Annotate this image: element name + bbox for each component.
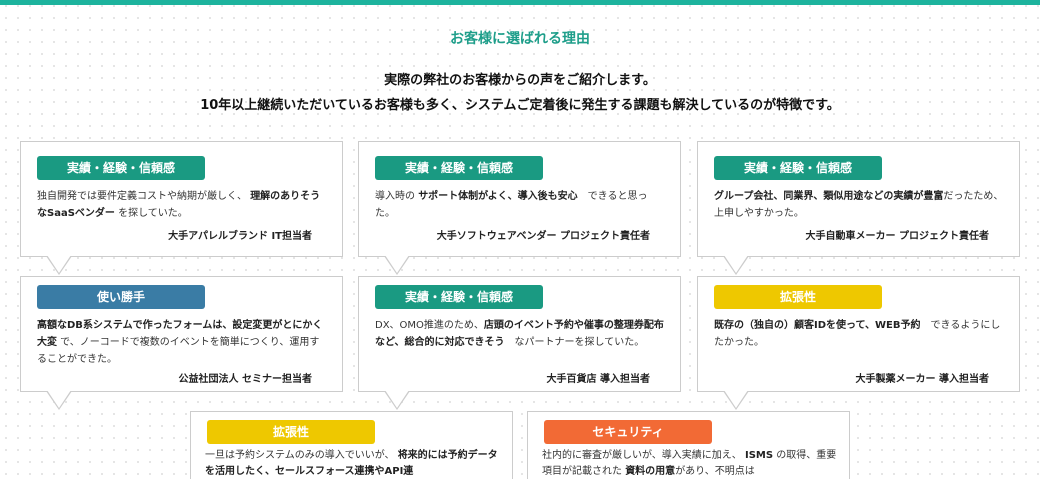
intro-line-2: 10年以上継続いただいているお客様も多く、システムご定着後に発生する課題も解決し… bbox=[200, 98, 840, 113]
text-segment: できると思った。 bbox=[375, 191, 648, 219]
section-title: お客様に選ばれる理由 bbox=[450, 31, 590, 47]
testimonial-text: 導入時の サポート体制がよく、導入後も安心 できると思った。 bbox=[375, 188, 665, 222]
testimonial-text: 独自開発では要件定義コストや納期が厳しく、 理解のありそうなSaaSベンダー を… bbox=[37, 188, 327, 222]
highlight-text: 既存の（独自の）顧客IDを使って、WEB予約 bbox=[714, 320, 921, 331]
text-segment: 一旦は予約システムのみの導入でいいが、 bbox=[205, 450, 398, 461]
text-segment: だったため、上申しやすかった。 bbox=[714, 191, 1004, 219]
highlight-text: サポート体制がよく、導入後も安心 bbox=[418, 191, 578, 202]
category-tag: 実績・経験・信頼感 bbox=[375, 156, 543, 180]
text-segment: で、ノーコードで複数のイベントを簡単につくり、運用することができた。 bbox=[37, 337, 320, 365]
text-segment: を探していた。 bbox=[114, 208, 188, 219]
testimonial-text: 社内的に審査が厳しいが、導入実績に加え、 ISMS の取得、重要項目が記載された… bbox=[542, 448, 844, 480]
intro-line-1: 実際の弊社のお客様からの声をご紹介します。 bbox=[384, 73, 656, 88]
highlight-text: 将来的には予約データを活用したく、セールスフォース連携やAPI連 bbox=[205, 450, 498, 477]
text-segment: の取得、重要項目が記載された bbox=[542, 450, 837, 477]
text-segment: 独自開発では要件定義コストや納期が厳しく、 bbox=[37, 191, 251, 202]
category-tag: 実績・経験・信頼感 bbox=[375, 285, 543, 309]
testimonial-card: 拡張性一旦は予約システムのみの導入でいいが、 将来的には予約データを活用したく、… bbox=[190, 411, 513, 479]
text-segment: 社内的に審査が厳しいが、導入実績に加え、 bbox=[542, 450, 745, 461]
highlight-text: 高額なDB系システムで作ったフォームは、設定変更がとにかく大変 bbox=[37, 320, 323, 348]
customer-attribution: 大手ソフトウェアベンダー プロジェクト責任者 bbox=[436, 231, 650, 242]
category-tag: 使い勝手 bbox=[37, 285, 205, 309]
text-segment: があり、不明点は bbox=[675, 466, 755, 477]
category-tag: セキュリティ bbox=[544, 420, 712, 444]
testimonial-text: 既存の（独自の）顧客IDを使って、WEB予約 できるようにしたかった。 bbox=[714, 317, 1004, 351]
text-segment: 導入時の bbox=[375, 191, 419, 202]
testimonial-text: グループ会社、同業界、類似用途などの実績が豊富だったため、上申しやすかった。 bbox=[714, 188, 1004, 222]
highlight-text: 資料の用意 bbox=[625, 466, 676, 477]
testimonial-card: 実績・経験・信頼感グループ会社、同業界、類似用途などの実績が豊富だったため、上申… bbox=[697, 141, 1020, 275]
testimonial-card: 使い勝手高額なDB系システムで作ったフォームは、設定変更がとにかく大変 で、ノー… bbox=[20, 276, 343, 410]
highlight-text: 理解のありそうなSaaSベンダー bbox=[37, 191, 321, 219]
testimonial-card: 実績・経験・信頼感独自開発では要件定義コストや納期が厳しく、 理解のありそうなS… bbox=[20, 141, 343, 275]
testimonial-text: 一旦は予約システムのみの導入でいいが、 将来的には予約データを活用したく、セール… bbox=[205, 448, 507, 480]
testimonial-card: 拡張性既存の（独自の）顧客IDを使って、WEB予約 できるようにしたかった。大手… bbox=[697, 276, 1020, 410]
customer-attribution: 公益社団法人 セミナー担当者 bbox=[178, 374, 312, 385]
text-segment: なパートナーを探していた。 bbox=[504, 337, 645, 348]
testimonial-text: 高額なDB系システムで作ったフォームは、設定変更がとにかく大変 で、ノーコードで… bbox=[37, 317, 327, 368]
text-segment: DX、OMO推進のため、 bbox=[375, 320, 484, 331]
customer-attribution: 大手アパレルブランド IT担当者 bbox=[168, 231, 312, 242]
highlight-text: ISMS bbox=[744, 450, 774, 461]
testimonial-card: セキュリティ社内的に審査が厳しいが、導入実績に加え、 ISMS の取得、重要項目… bbox=[527, 411, 850, 479]
text-segment: できるようにしたかった。 bbox=[714, 320, 1001, 348]
testimonial-card: 実績・経験・信頼感 DX、OMO推進のため、店頭のイベント予約や催事の整理券配布な… bbox=[358, 276, 681, 410]
category-tag: 拡張性 bbox=[207, 420, 375, 444]
category-tag: 実績・経験・信頼感 bbox=[714, 156, 882, 180]
customer-attribution: 大手百貨店 導入担当者 bbox=[546, 374, 650, 385]
testimonial-card: 実績・経験・信頼感導入時の サポート体制がよく、導入後も安心 できると思った。大… bbox=[358, 141, 681, 275]
customer-attribution: 大手自動車メーカー プロジェクト責任者 bbox=[805, 231, 989, 242]
highlight-text: グループ会社、同業界、類似用途などの実績が豊富 bbox=[714, 191, 944, 202]
customer-attribution: 大手製薬メーカー 導入担当者 bbox=[855, 374, 989, 385]
highlight-text: 店頭のイベント予約や催事の整理券配布など、総合的に対応できそう bbox=[375, 320, 664, 348]
top-accent-bar bbox=[0, 0, 1040, 5]
testimonial-text: DX、OMO推進のため、店頭のイベント予約や催事の整理券配布など、総合的に対応で… bbox=[375, 317, 665, 351]
category-tag: 実績・経験・信頼感 bbox=[37, 156, 205, 180]
category-tag: 拡張性 bbox=[714, 285, 882, 309]
section-intro: 実際の弊社のお客様からの声をご紹介します。 10年以上継続いただいているお客様も… bbox=[0, 68, 1040, 118]
